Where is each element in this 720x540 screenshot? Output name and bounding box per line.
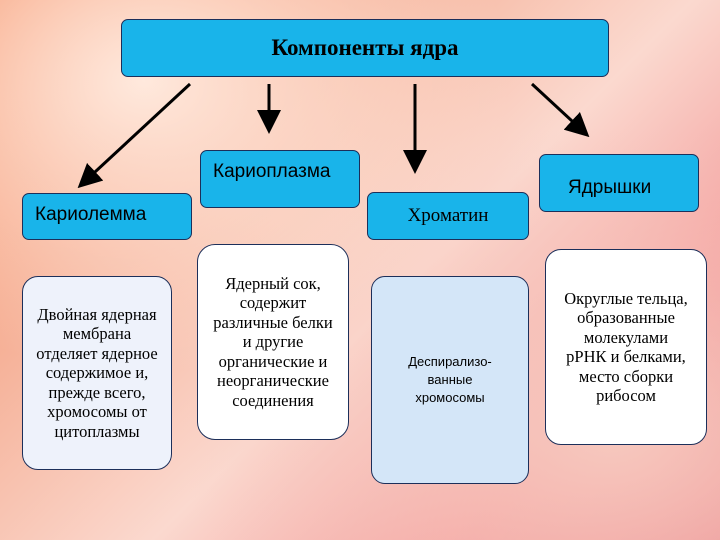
- description-nucleoli: Округлые тельца, образованные молекулами…: [545, 249, 707, 445]
- description-chromatin: Деспирализо- ванные хромосомы: [371, 276, 529, 484]
- component-chromatin: Хроматин: [367, 192, 529, 240]
- description-karyoplasm: Ядерный сок, содержит различные белки и …: [197, 244, 349, 440]
- component-karyoplasm: Кариоплазма: [200, 150, 360, 208]
- arrow-to-nucleoli: [530, 82, 590, 138]
- description-chromatin-text: Деспирализо- ванные хромосомы: [408, 354, 492, 405]
- description-nucleoli-text: Округлые тельца, образованные молекулами…: [564, 288, 688, 406]
- description-karyoplasm-text: Ядерный сок, содержит различные белки и …: [213, 273, 333, 410]
- diagram-title: Компоненты ядра: [121, 19, 609, 77]
- arrow-to-karyolemma: [77, 82, 192, 189]
- description-karyolemma-text: Двойная ядерная мембрана отделяет ядерно…: [36, 304, 158, 441]
- component-karyolemma: Кариолемма: [22, 193, 192, 240]
- description-karyolemma: Двойная ядерная мембрана отделяет ядерно…: [22, 276, 172, 470]
- component-nucleoli: Ядрышки: [539, 154, 699, 212]
